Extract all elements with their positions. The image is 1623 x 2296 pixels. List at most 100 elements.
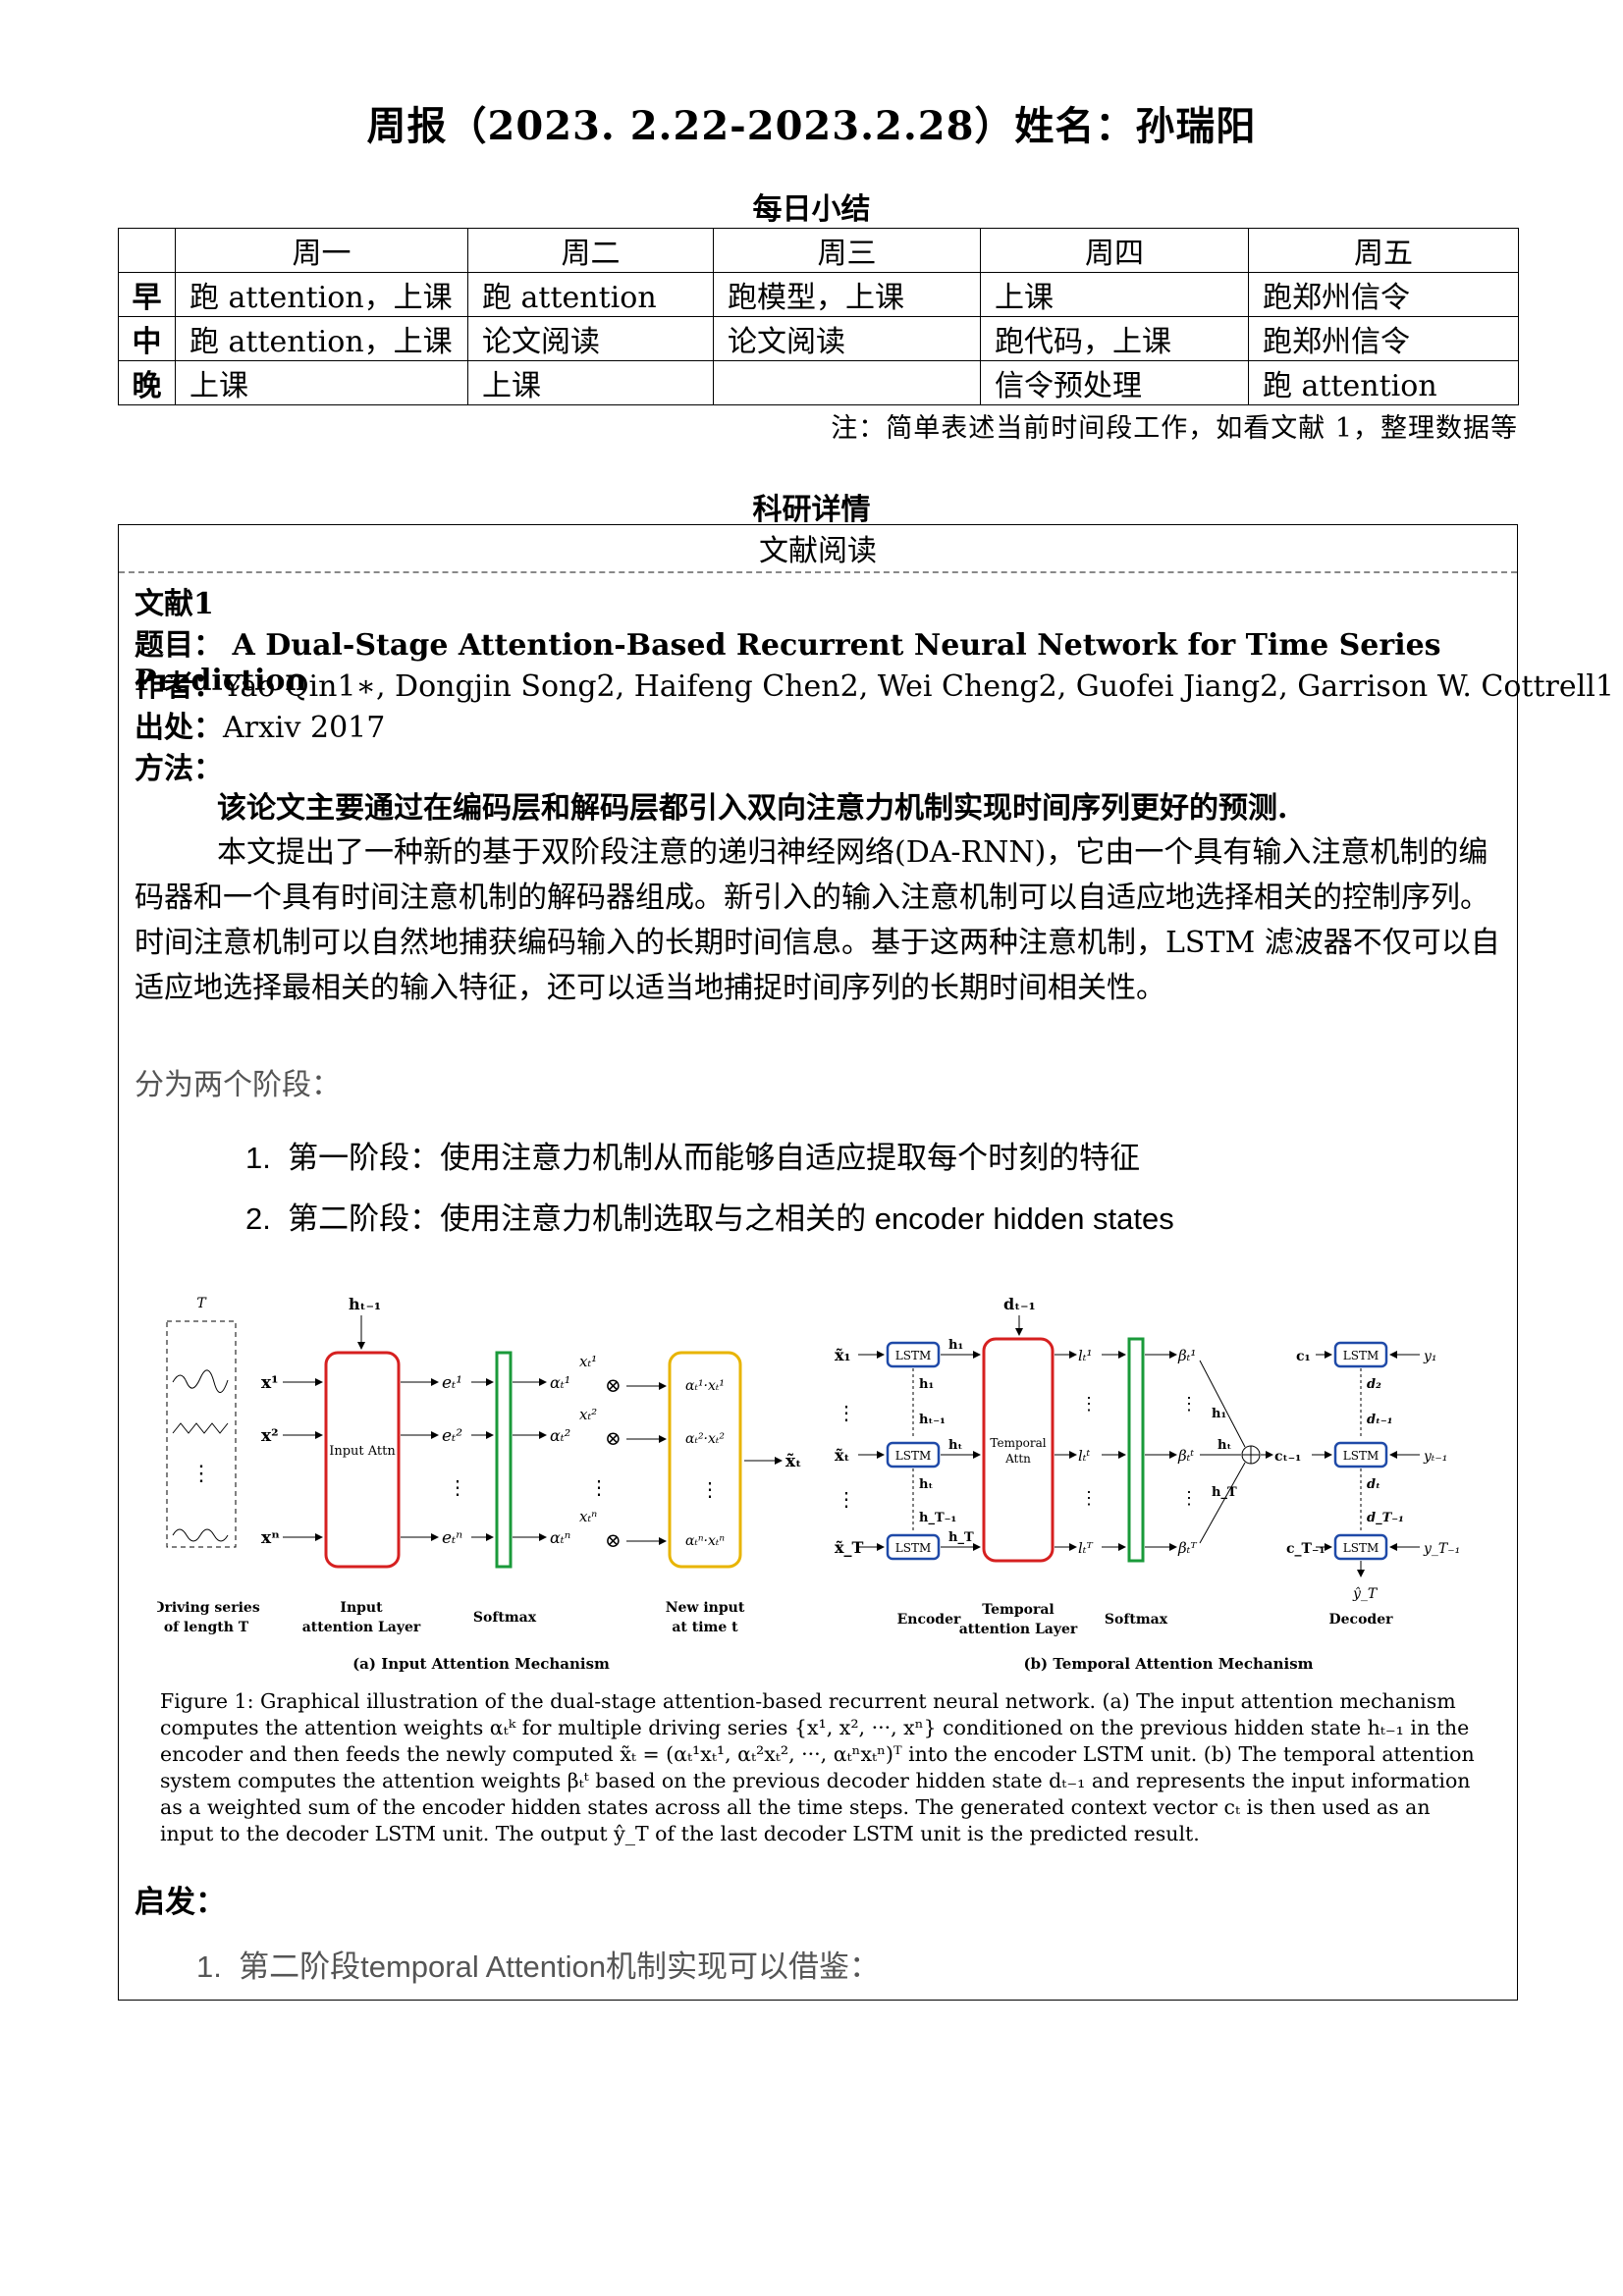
schedule-cell: 上课 [980,272,1249,317]
svg-text:y_T₋₁: y_T₋₁ [1423,1541,1460,1557]
svg-text:x̃ₜ: x̃ₜ [785,1452,801,1471]
paper-title: A Dual-Stage Attention-Based Recurrent N… [135,628,1441,698]
svg-text:xₜⁿ: xₜⁿ [579,1508,597,1525]
svg-text:Attn: Attn [1004,1452,1031,1466]
svg-text:LSTM: LSTM [895,1449,931,1463]
svg-text:hₜ: hₜ [1217,1438,1231,1453]
svg-text:c_T₋₁: c_T₋₁ [1286,1541,1325,1557]
panel-b: x̃₁ ⋮ x̃ₜ ⋮ x̃_T LSTM LSTM LSTM h₁ hₜ₋₁ … [835,1295,1460,1673]
svg-text:dₜ₋₁: dₜ₋₁ [1367,1413,1392,1427]
schedule-cell: 论文阅读 [713,316,981,361]
svg-text:xₜ¹: xₜ¹ [579,1353,597,1370]
svg-text:αₜ¹·xₜ¹: αₜ¹·xₜ¹ [685,1378,725,1394]
day-header: 周五 [1248,228,1519,273]
figure-caption: Figure 1: Graphical illustration of the … [160,1689,1475,1845]
svg-text:αₜ²·xₜ²: αₜ²·xₜ² [685,1431,725,1447]
stages-intro: 分为两个阶段： [135,1068,341,1102]
table-row: 早 跑 attention，上课 跑 attention 跑模型，上课 上课 跑… [118,272,1519,317]
svg-text:Input: Input [340,1600,383,1616]
svg-text:h_T: h_T [1212,1485,1237,1500]
method-label: 方法： [135,752,223,786]
svg-text:Temporal: Temporal [982,1602,1054,1618]
paper-authors: Yao Qin1∗, Dongjin Song2, Haifeng Chen2,… [223,669,1614,704]
svg-text:⋮: ⋮ [1080,1394,1098,1415]
svg-text:lₜ¹: lₜ¹ [1078,1347,1093,1364]
list-item: 1. 第一阶段：使用注意力机制从而能够自适应提取每个时刻的特征 [245,1141,1141,1175]
svg-text:LSTM: LSTM [1343,1349,1379,1362]
row-label: 早 [118,272,176,317]
schedule-cell: 跑 attention [467,272,714,317]
schedule-cell: 跑代码，上课 [980,316,1249,361]
svg-text:cₜ₋₁: cₜ₋₁ [1274,1449,1301,1465]
summary-note: 注：简单表述当前时间段工作，如看文献 1，整理数据等 [831,413,1518,444]
svg-text:x̃ₜ: x̃ₜ [835,1446,850,1465]
day-header: 周一 [175,228,468,273]
svg-text:attention Layer: attention Layer [959,1622,1078,1637]
svg-text:Driving series: Driving series [157,1600,260,1616]
inspiration-label: 启发： [135,1885,226,1920]
svg-text:⋮: ⋮ [589,1475,609,1499]
svg-text:⋮: ⋮ [700,1477,720,1501]
schedule-cell: 跑 attention [1248,360,1519,405]
research-heading: 科研详情 [752,493,871,527]
decoder-label: Decoder [1329,1612,1394,1628]
svg-text:h₁: h₁ [919,1377,934,1392]
svg-text:dₜ₋₁: dₜ₋₁ [1003,1295,1036,1313]
panel-a-caption: (a) Input Attention Mechanism [352,1655,610,1673]
input-attn-label: Input Attn [329,1444,396,1459]
svg-text:βₜᵗ: βₜᵗ [1177,1447,1194,1465]
svg-text:d₂: d₂ [1367,1377,1381,1392]
paper-source: Arxiv 2017 [223,711,386,745]
svg-text:αₜⁿ·xₜⁿ: αₜⁿ·xₜⁿ [685,1533,725,1549]
svg-text:eₜ¹: eₜ¹ [442,1373,462,1393]
svg-text:⋮: ⋮ [837,1487,856,1511]
svg-text:hₜ: hₜ [919,1477,933,1492]
svg-text:Temporal: Temporal [990,1436,1046,1450]
schedule-cell: 跑郑州信令 [1248,272,1519,317]
day-header: 周三 [713,228,981,273]
svg-text:x¹: x¹ [261,1373,279,1393]
svg-text:xⁿ: xⁿ [261,1528,280,1548]
svg-text:d_T₋₁: d_T₋₁ [1367,1511,1404,1525]
da-rnn-figure: T ⋮ x¹ x² xⁿ hₜ₋₁ Input Attn eₜ¹ eₜ² ⋮ e… [157,1295,1460,1673]
svg-text:h_T₋₁: h_T₋₁ [919,1511,956,1525]
svg-text:eₜⁿ: eₜⁿ [442,1528,462,1548]
day-header: 周二 [467,228,714,273]
svg-text:x²: x² [261,1426,279,1446]
svg-text:attention Layer: attention Layer [302,1620,421,1635]
svg-text:c₁: c₁ [1296,1349,1311,1364]
svg-text:⋮: ⋮ [837,1401,856,1424]
svg-text:βₜ¹: βₜ¹ [1177,1347,1196,1364]
svg-text:h_T: h_T [948,1530,974,1545]
softmax-b-label: Softmax [1105,1612,1168,1628]
encoder-label: Encoder [897,1612,961,1628]
svg-text:dₜ: dₜ [1367,1477,1380,1492]
svg-text:hₜ₋₁: hₜ₋₁ [919,1413,946,1427]
svg-text:at time t: at time t [672,1620,738,1635]
schedule-cell: 信令预处理 [980,360,1249,405]
schedule-cell: 上课 [467,360,714,405]
svg-text:New input: New input [666,1600,745,1616]
svg-text:h₁: h₁ [948,1338,963,1353]
svg-text:⊗: ⊗ [605,1373,622,1397]
svg-text:xₜ²: xₜ² [579,1406,597,1423]
svg-text:x̃_T: x̃_T [835,1538,864,1557]
svg-text:of length T: of length T [164,1620,249,1635]
svg-text:hₜ₋₁: hₜ₋₁ [349,1295,381,1313]
schedule-cell: 跑 attention，上课 [175,316,468,361]
svg-text:LSTM: LSTM [1343,1449,1379,1463]
svg-text:hₜ: hₜ [948,1438,962,1453]
svg-text:⋮: ⋮ [1080,1488,1098,1509]
research-box [118,524,1518,2001]
row-label: 晚 [118,360,176,405]
svg-text:lₜᵀ: lₜᵀ [1078,1539,1093,1557]
page-title: 周报（2023. 2.22-2023.2.28）姓名：孙瑞阳 [366,103,1257,149]
panel-a: T ⋮ x¹ x² xⁿ hₜ₋₁ Input Attn eₜ¹ eₜ² ⋮ e… [157,1295,801,1673]
list-item: 1. 第二阶段temporal Attention机制实现可以借鉴： [196,1949,880,1984]
day-header: 周四 [980,228,1249,273]
svg-text:βₜᵀ: βₜᵀ [1177,1539,1197,1557]
schedule-table: 周一 周二 周三 周四 周五 早 跑 attention，上课 跑 attent… [118,228,1519,405]
svg-text:⋮: ⋮ [1180,1488,1198,1509]
method-body: 本文提出了一种新的基于双阶段注意的递归神经网络(DA-RNN)，它由一个具有输入… [135,835,1500,1005]
svg-text:ŷ_T: ŷ_T [1352,1585,1379,1602]
